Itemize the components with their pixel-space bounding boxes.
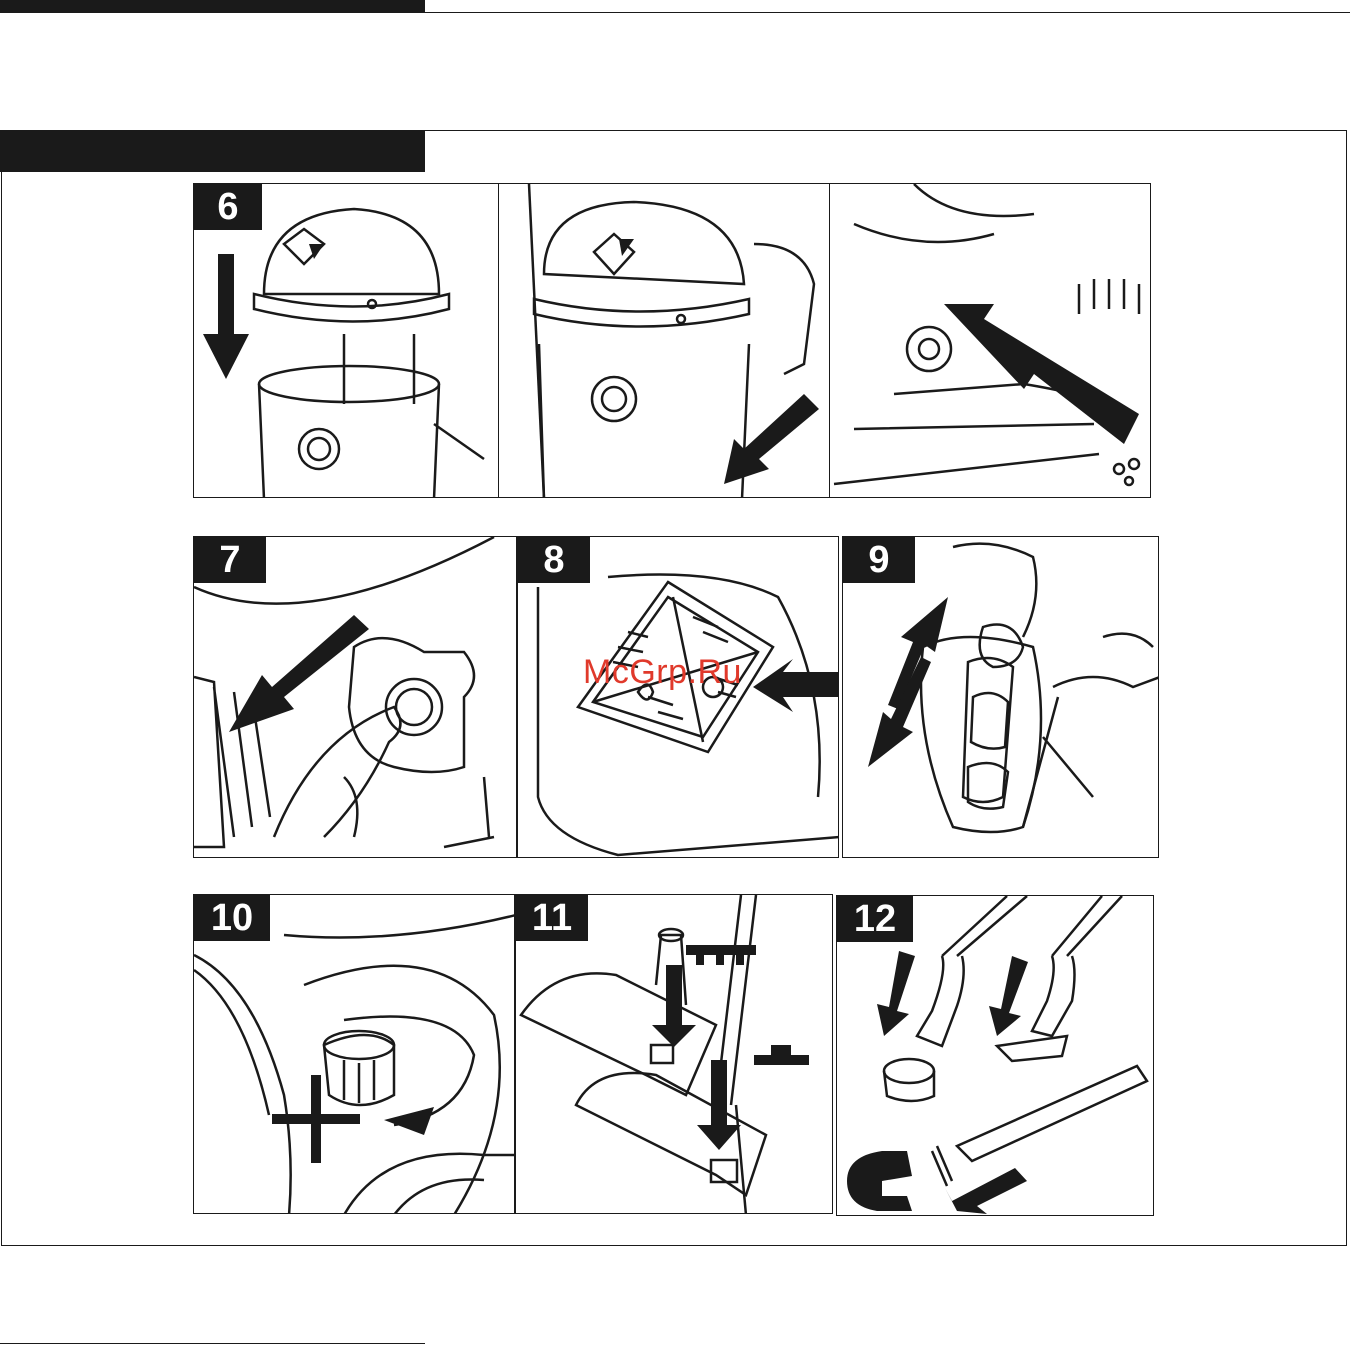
step-7-panel: 7 [193, 536, 517, 858]
step-9-illustration [843, 537, 1159, 858]
watermark-text: McGrp.Ru [583, 653, 742, 692]
step-6-panel: 6 [193, 183, 1151, 498]
step-8-illustration [518, 537, 839, 858]
step-9-panel: 9 [842, 536, 1159, 858]
step-7-illustration [194, 537, 517, 858]
step-11-illustration [516, 895, 833, 1214]
step-12-panel: 12 [836, 895, 1154, 1216]
step-11-panel: 11 [515, 894, 833, 1214]
step-6-illustration [194, 184, 1151, 498]
step-12-illustration [837, 896, 1154, 1216]
footer-rule [0, 1343, 425, 1344]
step-10-illustration [194, 895, 515, 1214]
step-10-panel: 10 [193, 894, 515, 1214]
header-rule [425, 12, 1350, 13]
section-bar [0, 130, 425, 172]
step-8-panel: 8 [517, 536, 839, 858]
header-bar [0, 0, 425, 13]
